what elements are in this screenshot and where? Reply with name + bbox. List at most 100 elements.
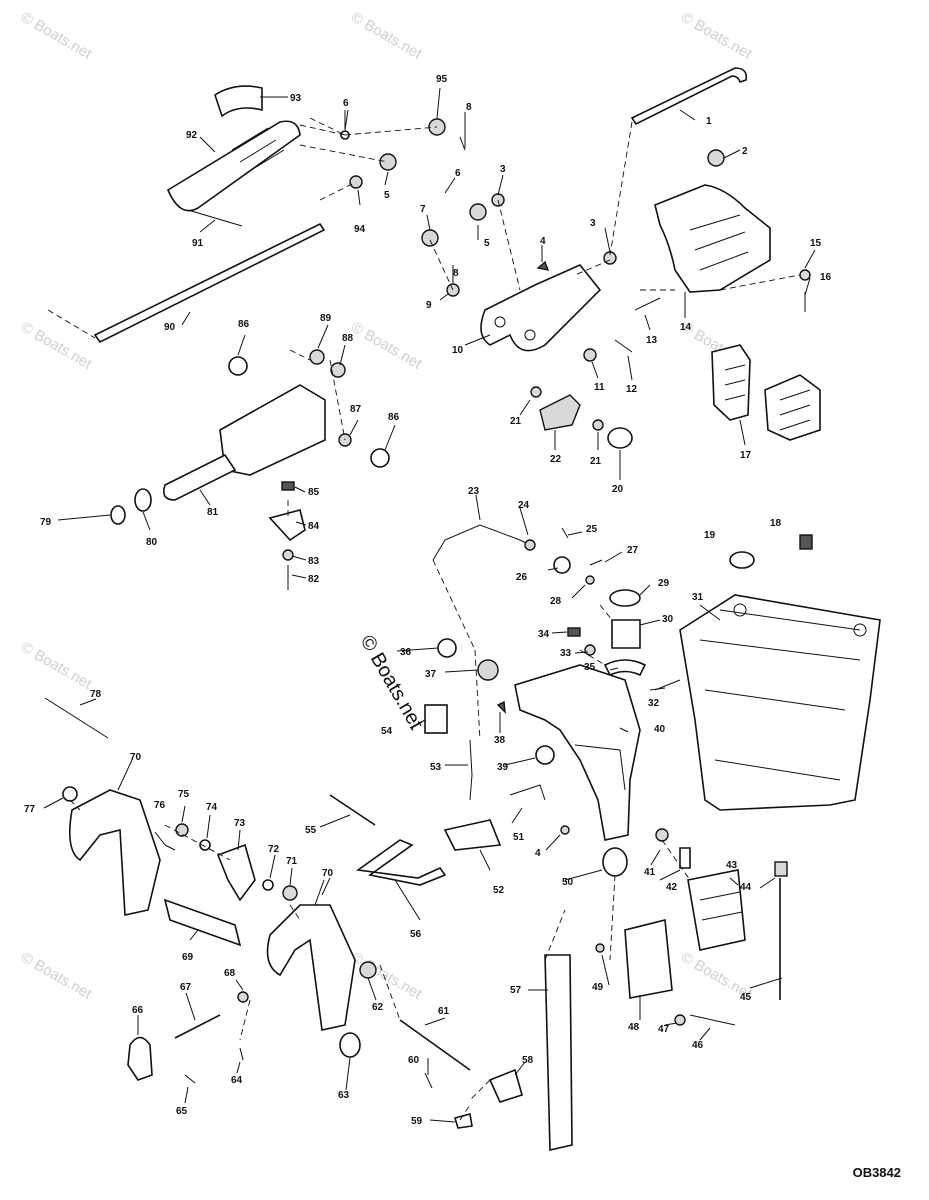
- label-94: 94: [354, 224, 366, 235]
- label-47: 47: [658, 1024, 670, 1035]
- part-21-nut: [530, 386, 542, 398]
- watermark: © Boats.net: [18, 949, 95, 1003]
- part-8-pin: [459, 136, 466, 151]
- label-34: 34: [538, 629, 550, 640]
- label-45: 45: [740, 992, 752, 1003]
- part-23-link: [432, 524, 531, 561]
- label-68: 68: [224, 968, 236, 979]
- part-53-spring: [469, 739, 473, 801]
- label-19: 19: [704, 530, 716, 541]
- part-38-screw: [496, 700, 506, 714]
- label-9: 9: [426, 300, 432, 311]
- label-52: 52: [493, 885, 505, 896]
- part-25-pin: [561, 527, 569, 539]
- label-69: 69: [182, 952, 194, 963]
- callout-labels: 1 2 3 3 4 4 5 5 6 6 7 8 8 9 10 11 12 13 …: [24, 74, 832, 1127]
- label-23: 23: [468, 486, 480, 497]
- label-49: 49: [592, 982, 604, 993]
- part-35-clamp: [603, 659, 647, 677]
- label-14: 14: [680, 322, 692, 333]
- label-5: 5: [384, 190, 390, 201]
- part-60-pin: [424, 1072, 433, 1089]
- part-42-bolt: [679, 847, 691, 869]
- label-38: 38: [494, 735, 506, 746]
- part-86-washer: [228, 356, 248, 376]
- part-63-washer: [339, 1032, 361, 1058]
- label-86: 86: [238, 319, 250, 330]
- part-4-screw-b: [560, 825, 570, 835]
- part-2-nut: [707, 149, 725, 167]
- part-4-screw: [536, 260, 550, 271]
- part-70-clamp-bracket: [69, 789, 161, 916]
- part-13-pin: [634, 297, 661, 311]
- label-72: 72: [268, 844, 280, 855]
- part-54-plate: [424, 704, 448, 734]
- center-watermark: © Boats.net: [356, 632, 428, 734]
- label-42: 42: [666, 882, 678, 893]
- label-55: 55: [305, 825, 317, 836]
- part-15-washer: [799, 269, 811, 281]
- part-86-washer-b: [370, 448, 390, 468]
- label-90: 90: [164, 322, 176, 333]
- watermark: © Boats.net: [348, 949, 425, 1003]
- label-63: 63: [338, 1090, 350, 1101]
- label-79: 79: [40, 517, 52, 528]
- part-50-bushing: [602, 847, 628, 877]
- part-84-bracket: [268, 509, 306, 542]
- part-72-washer: [262, 879, 274, 891]
- watermark: © Boats.net: [348, 319, 425, 373]
- part-89-nut: [309, 349, 325, 365]
- part-20-ring: [607, 427, 633, 449]
- part-76-pin: [164, 844, 176, 851]
- part-71-knob: [282, 885, 298, 901]
- label-30: 30: [662, 614, 674, 625]
- part-43-clamp: [687, 869, 746, 951]
- part-68-screw: [237, 991, 249, 1003]
- part-57-tube: [544, 954, 573, 1151]
- label-87: 87: [350, 404, 362, 415]
- label-57: 57: [510, 985, 522, 996]
- label-54: 54: [381, 726, 393, 737]
- label-25: 25: [586, 524, 598, 535]
- label-6: 6: [343, 98, 349, 109]
- label-4: 4: [540, 236, 546, 247]
- label-3b: 3: [590, 218, 596, 229]
- label-3: 3: [500, 164, 506, 175]
- part-59-clip: [453, 1113, 473, 1129]
- assembly-lines: [47, 117, 801, 1121]
- part-61-shaft: [399, 1019, 471, 1071]
- part-39-washer: [535, 745, 555, 765]
- label-80: 80: [146, 537, 158, 548]
- label-8: 8: [466, 102, 472, 113]
- label-15: 15: [810, 238, 822, 249]
- label-26: 26: [516, 572, 528, 583]
- label-62: 62: [372, 1002, 384, 1013]
- label-95: 95: [436, 74, 448, 85]
- part-1-tiller-handle: [630, 67, 748, 126]
- part-93-clip: [214, 85, 263, 118]
- watermark: © Boats.net: [18, 319, 95, 373]
- part-7-knob: [421, 229, 439, 247]
- label-7: 7: [420, 204, 426, 215]
- label-67: 67: [180, 982, 192, 993]
- label-21: 21: [510, 416, 522, 427]
- part-41-washer: [655, 828, 669, 842]
- part-83-washer: [282, 549, 294, 561]
- label-36: 36: [400, 647, 412, 658]
- label-24: 24: [518, 500, 530, 511]
- label-64: 64: [231, 1075, 243, 1086]
- label-73: 73: [234, 818, 246, 829]
- label-22: 22: [550, 454, 562, 465]
- label-70: 70: [130, 752, 142, 763]
- label-40: 40: [654, 724, 666, 735]
- part-62-knob: [359, 961, 377, 979]
- part-65-pin: [184, 1074, 196, 1084]
- part-81-swivel-tube: [162, 384, 326, 501]
- part-31-lower-housing: [679, 594, 881, 811]
- label-85: 85: [308, 487, 320, 498]
- label-92: 92: [186, 130, 198, 141]
- watermark: © Boats.net: [678, 9, 755, 63]
- part-22-block: [539, 394, 581, 431]
- part-47-washer: [674, 1014, 686, 1026]
